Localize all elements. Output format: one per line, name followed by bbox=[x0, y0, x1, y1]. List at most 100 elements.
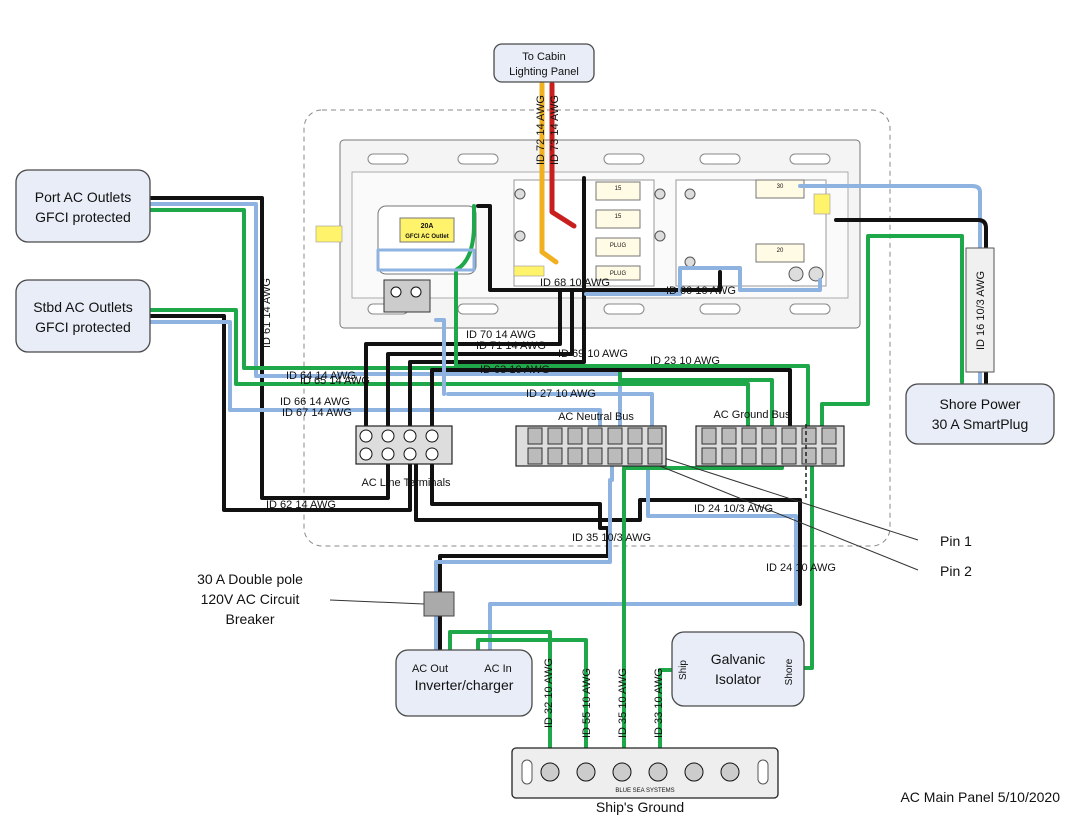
ac-ground-bus-label: AC Ground Bus bbox=[713, 409, 791, 421]
breaker-plug-label-1: PLUG bbox=[610, 243, 627, 249]
wire-shore-ground bbox=[820, 234, 964, 434]
ac-neutral-bus-label: AC Neutral Bus bbox=[558, 411, 634, 423]
wire-gfci-neutral bbox=[434, 318, 446, 396]
wire-id23 bbox=[538, 364, 810, 432]
shore-power-box: Shore Power 30 A SmartPlug bbox=[905, 383, 1055, 445]
wire-id24-ground bbox=[802, 448, 814, 670]
wire-label-id64: ID 64 14 AWG bbox=[286, 370, 356, 382]
wire-id63 bbox=[430, 368, 792, 442]
svg-text:Isolator: Isolator bbox=[715, 671, 761, 687]
wire-label-id69: ID 69 10 AWG bbox=[558, 348, 628, 360]
wire-label-id16: ID 16 10/3 AWG bbox=[975, 271, 987, 350]
panel-enclosure bbox=[303, 109, 891, 547]
breaker-15a-label-2: 15 bbox=[615, 214, 622, 220]
wire-id24-hot bbox=[414, 438, 802, 606]
wire-label-id24-103: ID 24 10/3 AWG bbox=[694, 503, 773, 515]
wire-id32 bbox=[448, 630, 552, 772]
wire-id72 bbox=[539, 81, 559, 265]
breaker-caption: 30 A Double pole 120V AC Circuit Breaker bbox=[197, 571, 303, 627]
wire-label-id60: ID 60 10 AWG bbox=[666, 285, 736, 297]
pin1-leader bbox=[663, 457, 919, 541]
svg-text:Inverter/charger: Inverter/charger bbox=[415, 677, 514, 693]
wire-id68 bbox=[476, 204, 722, 292]
wire-label-id62: ID 62 14 AWG bbox=[266, 499, 336, 511]
svg-text:Stbd AC Outlets: Stbd AC Outlets bbox=[33, 299, 133, 315]
circuit-breaker bbox=[423, 591, 455, 617]
wire-gfci-loop bbox=[376, 248, 476, 272]
line-terminal-screws bbox=[359, 429, 439, 461]
svg-text:Shore Power: Shore Power bbox=[940, 396, 1021, 412]
wire-id70 bbox=[364, 288, 562, 436]
wire-label-id71: ID 71 14 AWG bbox=[476, 340, 546, 352]
gfci-terminal-block bbox=[383, 279, 431, 313]
wire-label-id35-103: ID 35 10/3 AWG bbox=[572, 532, 651, 544]
breaker-20-label: 20 bbox=[777, 248, 784, 254]
svg-text:To Cabin: To Cabin bbox=[522, 51, 565, 63]
wire-stbd-neutral bbox=[148, 320, 602, 434]
wire-labels: ID 72 14 AWG ID 73 14 AWG ID 61 14 AWG I… bbox=[261, 95, 987, 738]
wire-port-hot bbox=[148, 196, 390, 500]
wire-label-id68: ID 68 10 AWG bbox=[540, 277, 610, 289]
wire-label-id67: ID 67 14 AWG bbox=[282, 407, 352, 419]
wire-label-id23: ID 23 10 AWG bbox=[650, 355, 720, 367]
wire-id24-neutral bbox=[488, 450, 798, 652]
wire-label-id72: ID 72 14 AWG bbox=[535, 95, 547, 165]
wire-id73 bbox=[549, 81, 577, 229]
svg-text:AC In: AC In bbox=[484, 663, 512, 675]
svg-text:Breaker: Breaker bbox=[225, 611, 274, 627]
wire-id27 bbox=[446, 392, 654, 434]
breaker-plug-label-2: PLUG bbox=[610, 271, 627, 277]
wire-id55 bbox=[476, 638, 588, 772]
pin2-label: Pin 2 bbox=[940, 563, 972, 579]
wire-label-id73: ID 73 14 AWG bbox=[549, 95, 561, 165]
wire-id69 bbox=[408, 176, 586, 436]
wire-label-id27: ID 27 10 AWG bbox=[526, 388, 596, 400]
gfci-amps-label: 20A bbox=[421, 223, 434, 230]
wire-id35-hot bbox=[430, 438, 610, 652]
svg-text:Port AC Outlets: Port AC Outlets bbox=[35, 189, 131, 205]
wire-shore-hot bbox=[834, 218, 988, 386]
ships-ground-label: Ship's Ground bbox=[596, 799, 684, 815]
pin2-leader bbox=[649, 461, 919, 571]
ac-line-terminals bbox=[355, 425, 453, 465]
diagram-title: AC Main Panel 5/10/2020 bbox=[900, 789, 1060, 805]
svg-text:AC Out: AC Out bbox=[412, 663, 448, 675]
inverter-charger-box: AC Out AC In Inverter/charger bbox=[395, 649, 533, 717]
wire-label-id70: ID 70 14 AWG bbox=[466, 329, 536, 341]
wire-shore-neutral bbox=[798, 184, 982, 386]
port-outlets-box: Port AC Outlets GFCI protected bbox=[15, 169, 151, 243]
svg-text:Galvanic: Galvanic bbox=[711, 651, 765, 667]
breaker-leader bbox=[329, 599, 425, 605]
cabin-lighting-box: To Cabin Lighting Panel bbox=[493, 43, 595, 83]
gfci-label: GFCI AC Outlet bbox=[405, 234, 448, 240]
ac-neutral-bus bbox=[515, 425, 667, 467]
wire-label-id63: ID 63 10 AWG bbox=[480, 364, 550, 376]
galvanic-isolator-box: Galvanic Isolator Ship Shore bbox=[671, 631, 805, 707]
svg-text:Shore: Shore bbox=[784, 658, 795, 685]
ships-ground-bus: BLUE SEA SYSTEMS bbox=[511, 747, 779, 799]
wire-label-id55: ID 55 10 AWG bbox=[581, 668, 593, 738]
pin1-label: Pin 1 bbox=[940, 533, 972, 549]
wire-id71 bbox=[386, 288, 574, 436]
ac-ground-bus bbox=[695, 424, 845, 500]
svg-text:Ship: Ship bbox=[678, 660, 689, 680]
wire-id60 bbox=[584, 266, 822, 296]
ac-line-terminals-label: AC Line Terminals bbox=[361, 477, 451, 489]
svg-text:120V AC Circuit: 120V AC Circuit bbox=[201, 591, 300, 607]
wire-label-id66: ID 66 14 AWG bbox=[280, 396, 350, 408]
svg-text:30 A SmartPlug: 30 A SmartPlug bbox=[932, 416, 1029, 432]
wire-id33 bbox=[658, 668, 676, 772]
svg-text:Lighting Panel: Lighting Panel bbox=[509, 66, 579, 78]
wire-label-id65: ID 65 14 AWG bbox=[300, 375, 370, 387]
breaker-15a-label-1: 15 bbox=[615, 186, 622, 192]
svg-text:GFCI protected: GFCI protected bbox=[35, 319, 131, 335]
svg-text:GFCI protected: GFCI protected bbox=[35, 209, 131, 225]
svg-text:30 A Double pole: 30 A Double pole bbox=[197, 571, 303, 587]
wire-stbd-hot bbox=[148, 314, 412, 512]
breaker-30-label: 30 bbox=[777, 184, 784, 190]
wire-label-id32: ID 32 10 AWG bbox=[543, 658, 555, 728]
bss-label: BLUE SEA SYSTEMS bbox=[615, 788, 674, 794]
wire-label-id33: ID 33 10 AWG bbox=[653, 668, 665, 738]
wire-label-id24-10: ID 24 10 AWG bbox=[766, 562, 836, 574]
